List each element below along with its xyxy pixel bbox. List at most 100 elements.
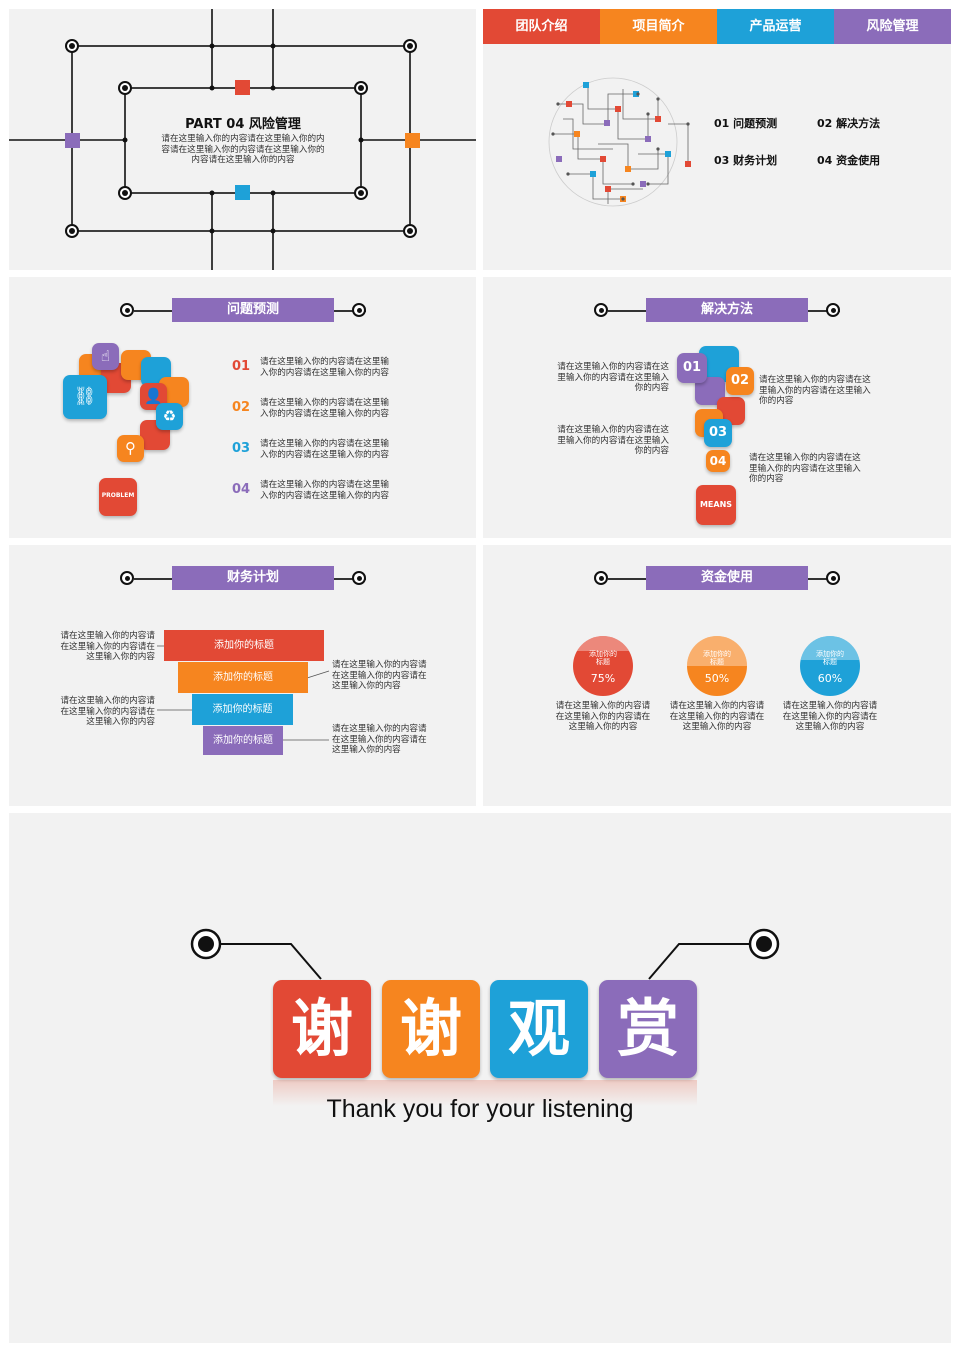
gauge-overlay [800,636,860,660]
user-icon: 👤 [144,387,163,405]
plan-text-right-1: 请在这里输入你的内容请在这里输入你的内容请在这里输入你的内容 [332,660,427,691]
solution-num-01: 01 [682,360,702,375]
slide-contents: 团队介绍 项目简介 产品运营 风险管理 [483,9,951,270]
tab-team-intro[interactable]: 团队介绍 [483,9,600,44]
means-badge-label: MEANS [699,500,733,509]
char-tile-2: 谢 [382,980,480,1078]
hand-pointer-icon: ☝ [100,347,111,365]
thank-you-subtitle: Thank you for your listening [326,1095,634,1123]
item-text-02: 请在这里输入你的内容请在这里输入你的内容请在这里输入你的内容 [260,398,389,419]
header-dot-left [594,303,608,317]
menu-item-01[interactable]: 01 问题预测 [714,117,778,130]
slide6-header: 资金使用 [594,566,844,600]
problem-badge: PROBLEM [99,478,137,516]
item-number-02: 02 [232,400,251,415]
slide1-body: 请在这里输入你的内容请在这里输入你的内 容请在这里输入你的内容请在这里输入你的 … [161,134,325,165]
header-dot-left [594,571,608,585]
item-number-04: 04 [232,482,251,497]
header-dot-right [826,571,840,585]
slide4-header: 解决方法 [594,298,844,332]
recycle-icon-tile: ♻ [156,403,183,430]
header-dot-left [120,571,134,585]
solution-text-right-1: 请在这里输入你的内容请在这里输入你的内容请在这里输入你的内容 [759,375,871,406]
item-text-01: 请在这里输入你的内容请在这里输入你的内容请在这里输入你的内容 [260,357,389,378]
char-tile-3: 观 [490,980,588,1078]
solution-01-tile: 01 [677,353,707,383]
connector-lines [190,928,780,980]
tab-project-intro[interactable]: 项目简介 [600,9,717,44]
plan-text-right-2: 请在这里输入你的内容请在这里输入你的内容请在这里输入你的内容 [332,724,427,755]
slide4-header-title: 解决方法 [646,298,808,322]
tab-product-ops[interactable]: 产品运营 [717,9,834,44]
ribbon-2[interactable]: 添加你的标题 [178,662,308,693]
solution-02-tile: 02 [726,367,754,395]
solution-num-02: 02 [730,373,750,388]
slide-financial-plan: 财务计划 添加你的标题 添加你的标题 添加你的标题 添加你的标题 请在这里输入你… [9,545,476,806]
gauge-circle [687,636,747,696]
solution-num-03: 03 [708,425,728,440]
gauge-desc: 请在这里输入你的内容请在这里输入你的内容请在这里输入你的内容 [782,701,878,732]
solution-03-tile: 03 [704,419,732,447]
char-tile-4: 赏 [599,980,697,1078]
slide5-header-title: 财务计划 [172,566,334,590]
menu-item-02[interactable]: 02 解决方法 [817,117,881,130]
item-number-03: 03 [232,441,251,456]
menu-item-03[interactable]: 03 财务计划 [714,154,778,167]
recycle-icon: ♻ [162,407,177,425]
gauge-percent: 75% [590,672,616,685]
gauge-percent: 60% [817,672,843,685]
solution-04-tile: 04 [706,450,730,472]
menu-item-04[interactable]: 04 资金使用 [817,154,881,167]
header-dot-right [352,571,366,585]
char-3: 观 [507,992,570,1065]
circuit-globe-graphic [548,77,691,207]
means-badge: MEANS [696,485,736,525]
ribbon-1[interactable]: 添加你的标题 [164,630,324,661]
gauge-overlay [687,636,747,666]
slide6-header-title: 资金使用 [646,566,808,590]
gauge-circle [573,636,633,696]
location-icon-tile: ⚲ [117,435,144,462]
char-4: 赏 [616,992,679,1065]
fund-gauge-3: 添加你的标题 60% 请在这里输入你的内容请在这里输入你的内容请在这里输入你的内… [770,635,890,745]
char-1: 谢 [290,992,353,1065]
link-icon: ⛓ [73,386,97,407]
gauge-title: 添加你的标题 [703,650,731,666]
ribbon-3[interactable]: 添加你的标题 [192,694,293,725]
location-pin-icon: ⚲ [125,439,136,457]
tab-risk-management[interactable]: 风险管理 [834,9,951,44]
slide-thank-you: 谢 谢 观 赏 Thank you for your listening [9,813,951,1343]
problem-badge-label: PROBLEM [101,492,135,499]
header-dot-left [120,303,134,317]
ribbon-4[interactable]: 添加你的标题 [203,726,283,755]
solution-text-left-1: 请在这里输入你的内容请在这里输入你的内容请在这里输入你的内容 [557,362,669,393]
char-2: 谢 [399,992,462,1065]
hand-icon-tile: ☝ [92,343,119,370]
slide5-header: 财务计划 [120,566,370,600]
slide3-header-title: 问题预测 [172,298,334,322]
solution-text-left-2: 请在这里输入你的内容请在这里输入你的内容请在这里输入你的内容 [557,425,669,456]
slide-risk-cover: PART 04 风险管理 请在这里输入你的内容请在这里输入你的内 容请在这里输入… [9,9,476,270]
slide-solutions: 解决方法 01 02 03 04 MEANS 请在这里输入你的内容请在这里输入你… [483,277,951,538]
header-dot-right [352,303,366,317]
item-text-03: 请在这里输入你的内容请在这里输入你的内容请在这里输入你的内容 [260,439,389,460]
fund-gauge-1: 添加你的标题 75% 请在这里输入你的内容请在这里输入你的内容请在这里输入你的内… [543,635,663,745]
gauge-title: 添加你的标题 [816,650,844,666]
tile-reflection [273,1080,697,1106]
gauge-title: 添加你的标题 [589,650,617,666]
char-tile-1: 谢 [273,980,371,1078]
item-number-01: 01 [232,359,251,374]
slide1-title: PART 04 风险管理 [185,117,301,132]
gauge-percent: 50% [704,672,730,685]
solution-num-04: 04 [709,454,727,468]
link-icon-tile: ⛓ [63,375,107,419]
solution-text-right-2: 请在这里输入你的内容请在这里输入你的内容请在这里输入你的内容 [749,453,861,484]
header-dot-right [826,303,840,317]
gauge-overlay [577,636,629,651]
gauge-circle [800,636,860,696]
slide3-header: 问题预测 [120,298,370,332]
slide-problem-forecast: 问题预测 ☝ ⛓ 👤 ♻ ⚲ PROBLEM 01 请在这里输入你的内容请在这里… [9,277,476,538]
plan-text-left-2: 请在这里输入你的内容请在这里输入你的内容请在这里输入你的内容 [60,696,155,727]
fund-gauge-2: 添加你的标题 50% 请在这里输入你的内容请在这里输入你的内容请在这里输入你的内… [657,635,777,745]
plan-text-left-1: 请在这里输入你的内容请在这里输入你的内容请在这里输入你的内容 [60,631,155,662]
